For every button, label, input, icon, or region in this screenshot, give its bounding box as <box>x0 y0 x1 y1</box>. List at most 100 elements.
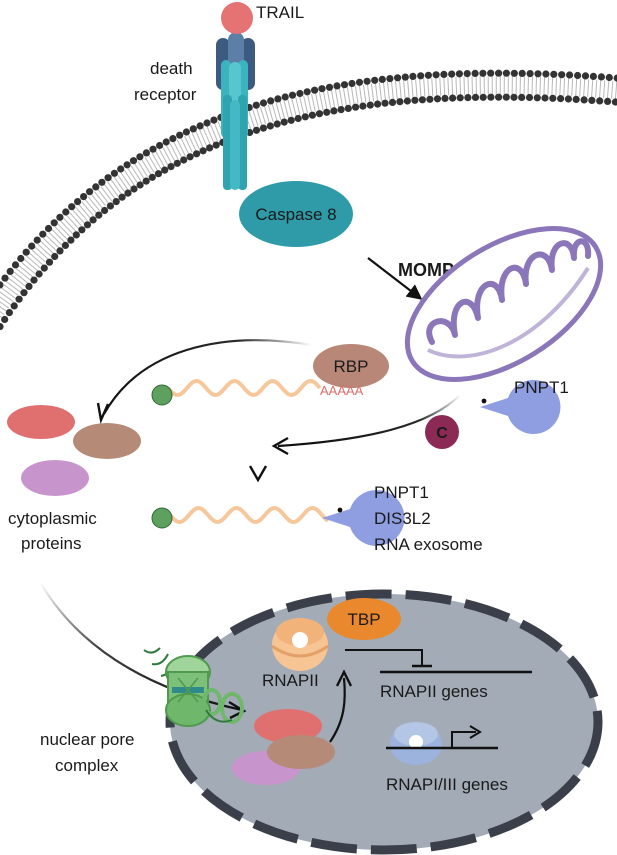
lipid-head-outer <box>479 69 487 77</box>
lipid-head-outer <box>196 122 204 130</box>
plasma-membrane <box>0 69 617 331</box>
lipid-head-inner <box>403 97 411 105</box>
nuclear-pore-label-line1: nuclear pore <box>40 730 135 749</box>
lipid-head-outer <box>296 89 304 98</box>
rnapii-label: RNAPII <box>262 671 319 690</box>
lipid-head-inner <box>330 107 338 115</box>
tbp-ellipse <box>327 598 401 640</box>
lipid-head-inner <box>588 96 596 104</box>
lipid-head-inner <box>186 153 194 161</box>
lipid-head-outer <box>378 75 386 83</box>
lipid-head-inner <box>456 94 464 102</box>
lipid-head-inner <box>142 177 150 185</box>
nuclear-protein-red <box>254 709 322 743</box>
lipid-head-outer <box>136 153 144 161</box>
lipid-head-outer <box>325 83 334 91</box>
lipid-head-outer <box>613 74 617 82</box>
lipid-head-outer <box>92 183 100 191</box>
lipid-head-outer <box>267 97 275 105</box>
lipid-head-inner <box>525 93 534 102</box>
rbp-release-arrow-head <box>96 402 110 425</box>
lipid-head-inner <box>487 93 495 101</box>
lipid-head-outer <box>597 73 606 81</box>
pnpt1-import-arrow-shaft <box>277 394 461 448</box>
lipid-head-outer <box>86 188 94 196</box>
lipid-head-outer <box>142 149 150 157</box>
lipid-head-outer <box>288 91 297 99</box>
lipid-head-outer <box>68 203 76 211</box>
lipid-head-outer <box>558 71 566 79</box>
lipid-head-inner <box>106 202 114 210</box>
lipid-head-outer <box>74 198 82 206</box>
lipid-head-outer <box>581 72 590 80</box>
lipid-head-outer <box>189 125 197 133</box>
lipid-head-inner <box>280 118 288 126</box>
trail-ligand <box>221 2 253 34</box>
lipid-head-inner <box>30 276 38 284</box>
lipid-head-inner <box>212 141 220 149</box>
lipid-head-outer <box>518 69 526 77</box>
lipid-head-inner <box>83 221 92 229</box>
lipid-head-inner <box>449 94 457 102</box>
lipid-head-outer <box>463 70 471 78</box>
lipid-head-outer <box>534 70 542 78</box>
lipid-head-inner <box>95 211 103 219</box>
lipid-head-inner <box>173 159 181 167</box>
lipid-head-outer <box>502 69 510 77</box>
nuclear-pore-label-line2: complex <box>55 756 119 775</box>
lipid-head-inner <box>471 93 480 101</box>
lipid-head-outer <box>526 70 534 78</box>
caspase8-label: Caspase 8 <box>255 205 336 224</box>
lipid-head-outer <box>210 116 218 124</box>
lipid-head-outer <box>80 193 88 201</box>
lipid-head-inner <box>273 120 281 128</box>
death-receptor <box>216 32 255 190</box>
lipid-head-inner <box>40 264 48 272</box>
lipid-head-inner <box>337 106 345 114</box>
cytoplasmic-label-line2: proteins <box>21 534 81 553</box>
lipid-head-inner <box>308 111 316 119</box>
activation-arrow-shaft <box>329 677 346 743</box>
decay-enzyme-3: RNA exosome <box>374 535 483 554</box>
nuclear-protein-brown <box>267 735 335 769</box>
lipid-head-inner <box>10 302 18 310</box>
lipid-head-inner <box>206 144 214 152</box>
lipid-head-inner <box>479 93 487 101</box>
decay-pacman <box>322 489 405 546</box>
death-receptor-label-line2: receptor <box>134 85 197 104</box>
lipid-head-inner <box>433 95 442 103</box>
lipid-head-inner <box>323 108 331 116</box>
lipid-head-outer <box>44 224 53 233</box>
rbp-ellipse <box>313 344 389 388</box>
cyto-protein-purple <box>21 460 89 496</box>
lipid-head-inner <box>502 93 510 101</box>
lipid-head-inner <box>596 97 604 105</box>
lipid-head-inner <box>78 226 86 234</box>
lipid-head-inner <box>124 189 132 197</box>
lipid-head-outer <box>182 128 190 136</box>
lipid-head-outer <box>281 93 289 101</box>
lipid-head-inner <box>366 101 374 109</box>
lipid-head-outer <box>22 248 30 256</box>
lipid-head-inner <box>441 94 449 102</box>
lipid-head-inner <box>549 94 557 102</box>
lipid-head-inner <box>56 247 64 255</box>
lipid-head-inner <box>315 110 324 118</box>
lipid-head-inner <box>193 150 201 158</box>
lipid-head-inner <box>396 98 404 106</box>
rbp-release-arrow-shaft <box>103 339 313 415</box>
rbp-label: RBP <box>334 357 369 376</box>
lipid-head-outer <box>348 79 356 88</box>
lipid-head-inner <box>464 94 472 102</box>
mrna-bottom-cap <box>151 507 173 529</box>
lipid-head-outer <box>605 73 613 82</box>
lipid-head-outer <box>550 70 558 78</box>
lipid-head-outer <box>355 78 364 86</box>
lipid-head-inner <box>301 113 309 121</box>
lipid-head-outer <box>274 95 282 103</box>
decay-enzyme-1: PNPT1 <box>374 483 429 502</box>
lipid-head-outer <box>510 69 518 77</box>
polya-label: AAAAA <box>320 383 364 398</box>
